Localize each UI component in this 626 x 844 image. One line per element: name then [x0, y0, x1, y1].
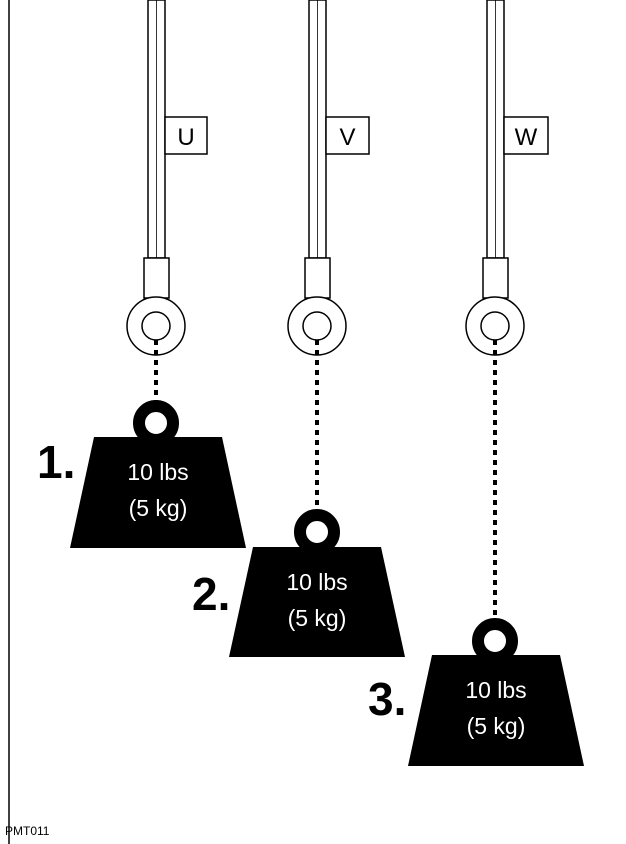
phase-label-u: U [177, 124, 194, 151]
weight-2: 2. 10 lbs (5 kg) [192, 509, 405, 657]
step-number-2: 2. [192, 568, 230, 620]
ring-terminal-icon [126, 257, 186, 356]
ring-terminal-icon [465, 257, 525, 356]
weight-3: 3. 10 lbs (5 kg) [368, 618, 584, 766]
cable-u: U [126, 0, 208, 405]
weight-label-2-kg: (5 kg) [288, 605, 347, 631]
phase-label-v: V [339, 124, 355, 151]
weight-label-1-kg: (5 kg) [129, 495, 188, 521]
weight-label-2-lbs: 10 lbs [286, 569, 347, 595]
weight-1: 1. 10 lbs (5 kg) [37, 400, 246, 548]
weight-icon [70, 400, 246, 548]
phase-tag-w: W [503, 116, 549, 155]
phase-label-w: W [515, 124, 538, 151]
step-number-1: 1. [37, 436, 75, 488]
ring-terminal-icon [287, 257, 347, 356]
weight-icon [229, 509, 405, 657]
step-number-3: 3. [368, 673, 406, 725]
weight-label-3-kg: (5 kg) [467, 713, 526, 739]
phase-tag-v: V [325, 116, 370, 155]
weight-label-3-lbs: 10 lbs [465, 677, 526, 703]
cable-v: V [287, 0, 370, 513]
figure-code: PMT011 [5, 824, 50, 838]
weight-icon [408, 618, 584, 766]
weight-label-1-lbs: 10 lbs [127, 459, 188, 485]
cable-w: W [465, 0, 549, 622]
phase-tag-u: U [164, 116, 208, 155]
